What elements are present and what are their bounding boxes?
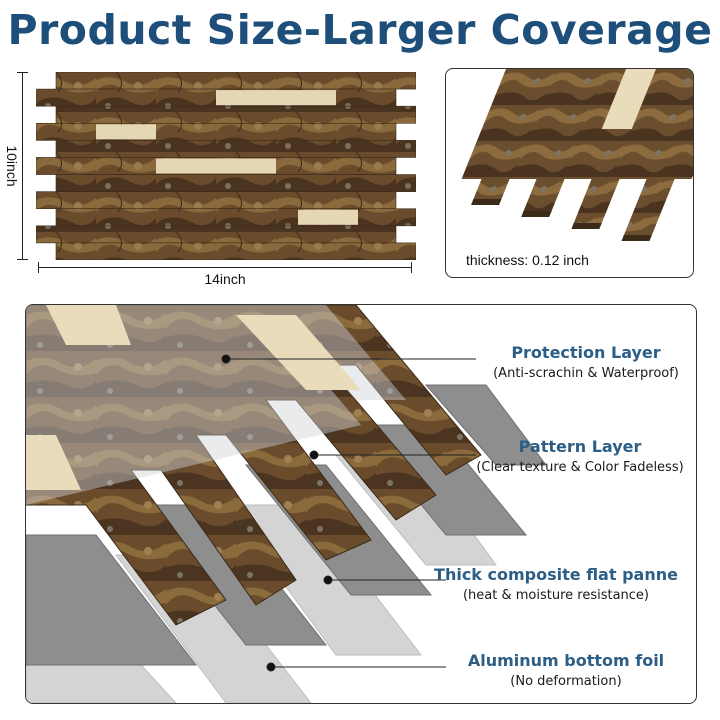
height-label: 10inch: [4, 145, 20, 187]
page-title: Product Size-Larger Coverage: [7, 6, 713, 54]
accent-tile: [96, 124, 156, 140]
tile-row: [55, 208, 416, 227]
accent-tile: [216, 90, 336, 106]
layer-name: Aluminum bottom foil: [467, 651, 665, 670]
layer-name: Pattern Layer: [518, 437, 642, 456]
layer-description: (Anti-scrachin & Waterproof): [493, 366, 679, 381]
callout-lines: [221, 354, 476, 672]
pattern-layer: [26, 305, 482, 626]
layer-label-pattern: Pattern Layer (Clear texture & Color Fad…: [464, 437, 696, 475]
thickness-label: thickness: 0.12 inch: [466, 252, 589, 268]
thickness-panel: [445, 68, 694, 278]
layer-description: (No deformation): [510, 674, 622, 689]
layer-diagram-panel: Protection Layer (Anti-scrachin & Waterp…: [25, 304, 697, 704]
thickness-perspective-image: [461, 69, 693, 241]
accent-tiles: [26, 305, 361, 490]
accent-tile: [298, 209, 358, 225]
tile-row: [55, 242, 416, 260]
tile-row: [36, 122, 397, 141]
width-label: 14inch: [204, 271, 246, 287]
layer-label-protection: Protection Layer (Anti-scrachin & Waterp…: [476, 343, 696, 381]
layer-name: Protection Layer: [511, 343, 661, 362]
layer-name: Thick composite flat panne: [434, 565, 678, 584]
tile-row: [55, 174, 416, 192]
layer-label-composite: Thick composite flat panne (heat & moist…: [426, 565, 686, 603]
layer-label-aluminum: Aluminum bottom foil (No deformation): [446, 651, 686, 689]
tile-row: [36, 191, 397, 210]
accent-tile: [156, 158, 276, 174]
tile-row: [36, 225, 397, 244]
layer-description: (heat & moisture resistance): [462, 588, 650, 603]
protection-layer: [26, 305, 406, 505]
tile-row: [55, 72, 416, 90]
tile-product-image: [36, 72, 416, 260]
tile-row: [55, 105, 416, 124]
layer-stack-image: [26, 305, 547, 703]
layer-description: (Clear texture & Color Fadeless): [476, 460, 684, 475]
tile-row: [55, 140, 416, 158]
